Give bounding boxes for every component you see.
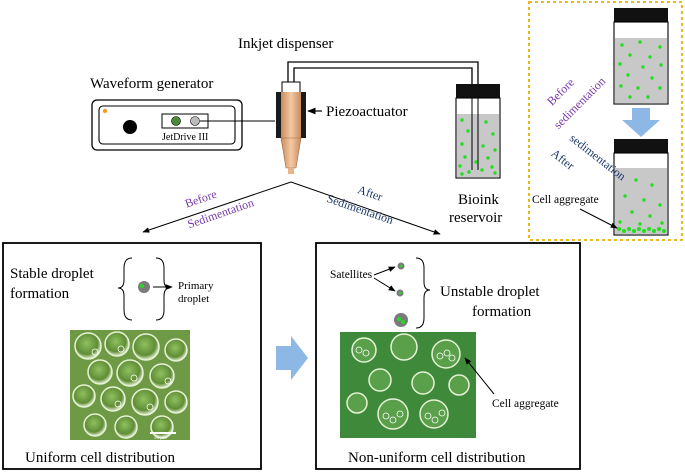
gray-button-icon bbox=[190, 116, 200, 126]
inkjet-dispenser-label: Inkjet dispenser bbox=[238, 36, 333, 52]
stable-droplet-label: Stable droplet bbox=[10, 266, 95, 282]
bioink-reservoir bbox=[455, 84, 501, 179]
waveform-generator-device: JetDrive III bbox=[91, 99, 243, 151]
reservoir-label: reservoir bbox=[449, 210, 502, 226]
after-arrow bbox=[290, 181, 441, 235]
piezoactuator-label: Piezoactuator bbox=[326, 104, 408, 120]
stable-bracket bbox=[117, 257, 133, 321]
device-label: JetDrive III bbox=[162, 132, 208, 143]
unstable-droplet-label: Unstable droplet bbox=[440, 284, 540, 300]
inset-cell-aggregate-label: Cell aggregate bbox=[532, 194, 599, 206]
inset-down-arrow bbox=[622, 108, 660, 137]
unstable-formation-label: formation bbox=[472, 304, 532, 320]
inset-vial-before bbox=[613, 8, 669, 105]
after-label: After bbox=[356, 182, 385, 203]
knob-icon bbox=[123, 120, 137, 134]
primary-droplet-icon bbox=[138, 281, 150, 293]
droplet-label: droplet bbox=[178, 293, 209, 305]
nonuniform-caption: Non-uniform cell distribution bbox=[348, 450, 526, 466]
uniform-micrograph: 50 μm bbox=[70, 330, 190, 441]
stable-formation-label: formation bbox=[10, 286, 70, 302]
transition-arrow bbox=[276, 336, 308, 380]
before-label: Before bbox=[183, 187, 218, 211]
before-arrow bbox=[142, 181, 292, 233]
primary-label: Primary bbox=[178, 280, 214, 292]
green-button-icon bbox=[171, 116, 181, 126]
waveform-generator-label: Waveform generator bbox=[90, 76, 213, 92]
inset-after-label: After bbox=[549, 146, 578, 173]
power-led-icon bbox=[102, 108, 108, 114]
uniform-caption: Uniform cell distribution bbox=[25, 450, 175, 466]
sedimentation-inset bbox=[528, 1, 683, 241]
cell-aggregate-label: Cell aggregate bbox=[492, 398, 559, 410]
piezo-nozzle bbox=[276, 81, 306, 174]
scale-bar-label: 50 μm bbox=[154, 436, 167, 441]
unstable-panel bbox=[315, 242, 581, 470]
inset-vial-after bbox=[613, 139, 669, 236]
stable-panel bbox=[2, 242, 262, 470]
satellites-label: Satellites bbox=[330, 269, 373, 281]
unstable-bracket bbox=[415, 257, 431, 329]
nonuniform-micrograph bbox=[340, 332, 476, 438]
main-droplet-icon bbox=[394, 313, 408, 327]
bioink-label: Bioink bbox=[458, 192, 499, 208]
